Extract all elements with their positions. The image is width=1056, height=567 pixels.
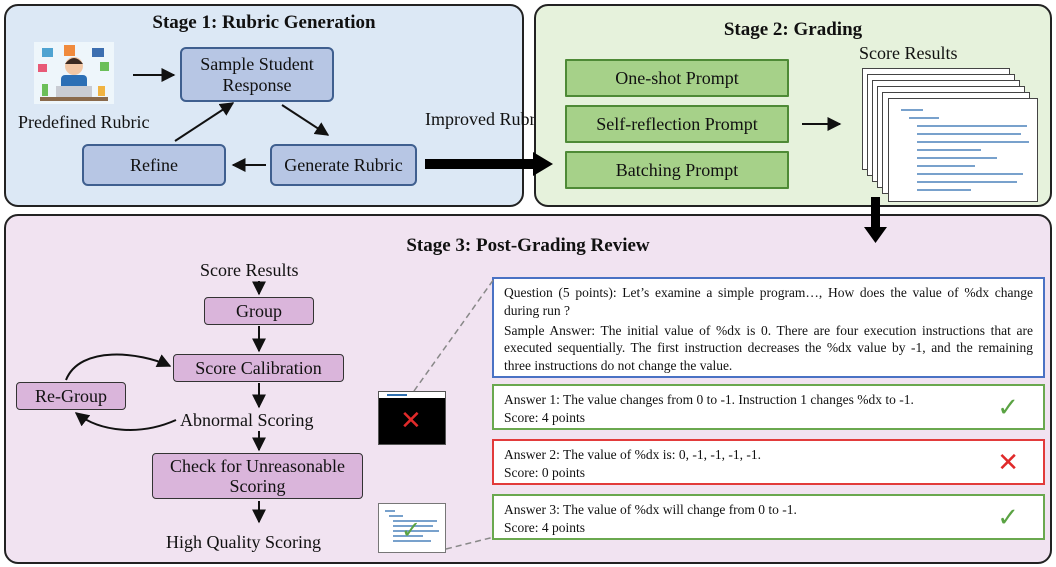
dashed-callout-top (413, 278, 495, 392)
question-text: Question (5 points): Let’s examine a sim… (504, 285, 1033, 318)
flow-score-results-label: Score Results (200, 260, 299, 280)
student-illustration (34, 42, 114, 104)
prompt-box-2: Self-reflection Prompt (565, 105, 789, 143)
refine-label: Refine (130, 154, 178, 175)
regroup-label: Re-Group (35, 385, 107, 406)
answer-2-text: Answer 2: The value of %dx is: 0, -1, -1… (504, 447, 761, 462)
prompt-label-3: Batching Prompt (615, 159, 739, 180)
arrow-regroup-to-calibration (65, 353, 172, 381)
high-quality-check-icon: ✓ (401, 516, 422, 544)
abnormal-cross-icon: ✕ (400, 406, 422, 436)
prompt-label-1: One-shot Prompt (615, 67, 739, 88)
answer-3-text: Answer 3: The value of %dx will change f… (504, 502, 797, 517)
arrow-refine-to-sample (174, 102, 235, 142)
answer-3-check-icon: ✓ (997, 503, 1019, 533)
generate-rubric-box: Generate Rubric (270, 144, 417, 186)
refine-box: Refine (82, 144, 226, 186)
prompt-box-1: One-shot Prompt (565, 59, 789, 97)
improved-rubric-text: Improved Rubric (425, 109, 549, 129)
generate-rubric-label: Generate Rubric (284, 154, 403, 175)
abnormal-thumbnail: ✕ (378, 391, 446, 445)
improved-rubric-label: Improved Rubric (425, 109, 548, 131)
arrow-improved-rubric-to-grading (425, 152, 553, 176)
abnormal-scoring-label: Abnormal Scoring (180, 410, 314, 430)
predefined-rubric-label: Predefined Rubric (18, 112, 150, 132)
prompt-label-2: Self-reflection Prompt (596, 113, 758, 134)
score-calibration-box: Score Calibration (173, 354, 344, 382)
sample-student-response-label: Sample Student Response (200, 54, 314, 95)
group-box: Group (204, 297, 314, 325)
arrow-grading-to-review (864, 197, 887, 243)
dashed-callout-bottom (445, 536, 495, 550)
answer-2-score: Score: 0 points (504, 464, 585, 480)
group-label: Group (236, 300, 282, 321)
regroup-box: Re-Group (16, 382, 126, 410)
arrow-abnormal-to-regroup (74, 412, 177, 431)
answer-card-1: Answer 1: The value changes from 0 to -1… (492, 384, 1045, 430)
doc-sheet-front (888, 98, 1038, 202)
answer-1-check-icon: ✓ (997, 393, 1019, 423)
check-unreasonable-box: Check for Unreasonable Scoring (152, 453, 363, 499)
stage2-title: Stage 2: Grading (723, 19, 863, 40)
score-results-label: Score Results (859, 43, 958, 63)
answer-1-score: Score: 4 points (504, 409, 585, 425)
answer-1-text: Answer 1: The value changes from 0 to -1… (504, 392, 914, 407)
high-quality-thumbnail: ✓ (378, 503, 446, 553)
sample-student-response-box: Sample Student Response (180, 47, 334, 102)
stage1-title: Stage 1: Rubric Generation (152, 12, 376, 33)
score-calibration-label: Score Calibration (195, 357, 322, 378)
sample-answer-text: Sample Answer: The initial value of %dx … (504, 322, 1033, 374)
answer-card-3: Answer 3: The value of %dx will change f… (492, 494, 1045, 540)
answer-3-score: Score: 4 points (504, 519, 585, 535)
question-card: Question (5 points): Let’s examine a sim… (492, 277, 1045, 378)
prompt-box-3: Batching Prompt (565, 151, 789, 189)
answer-2-cross-icon: ✕ (997, 448, 1019, 478)
high-quality-label: High Quality Scoring (166, 532, 321, 552)
check-unreasonable-label: Check for Unreasonable Scoring (170, 455, 345, 496)
stage3-title: Stage 3: Post-Grading Review (406, 235, 650, 256)
arrow-sample-to-generate (281, 104, 330, 136)
answer-card-2: Answer 2: The value of %dx is: 0, -1, -1… (492, 439, 1045, 485)
